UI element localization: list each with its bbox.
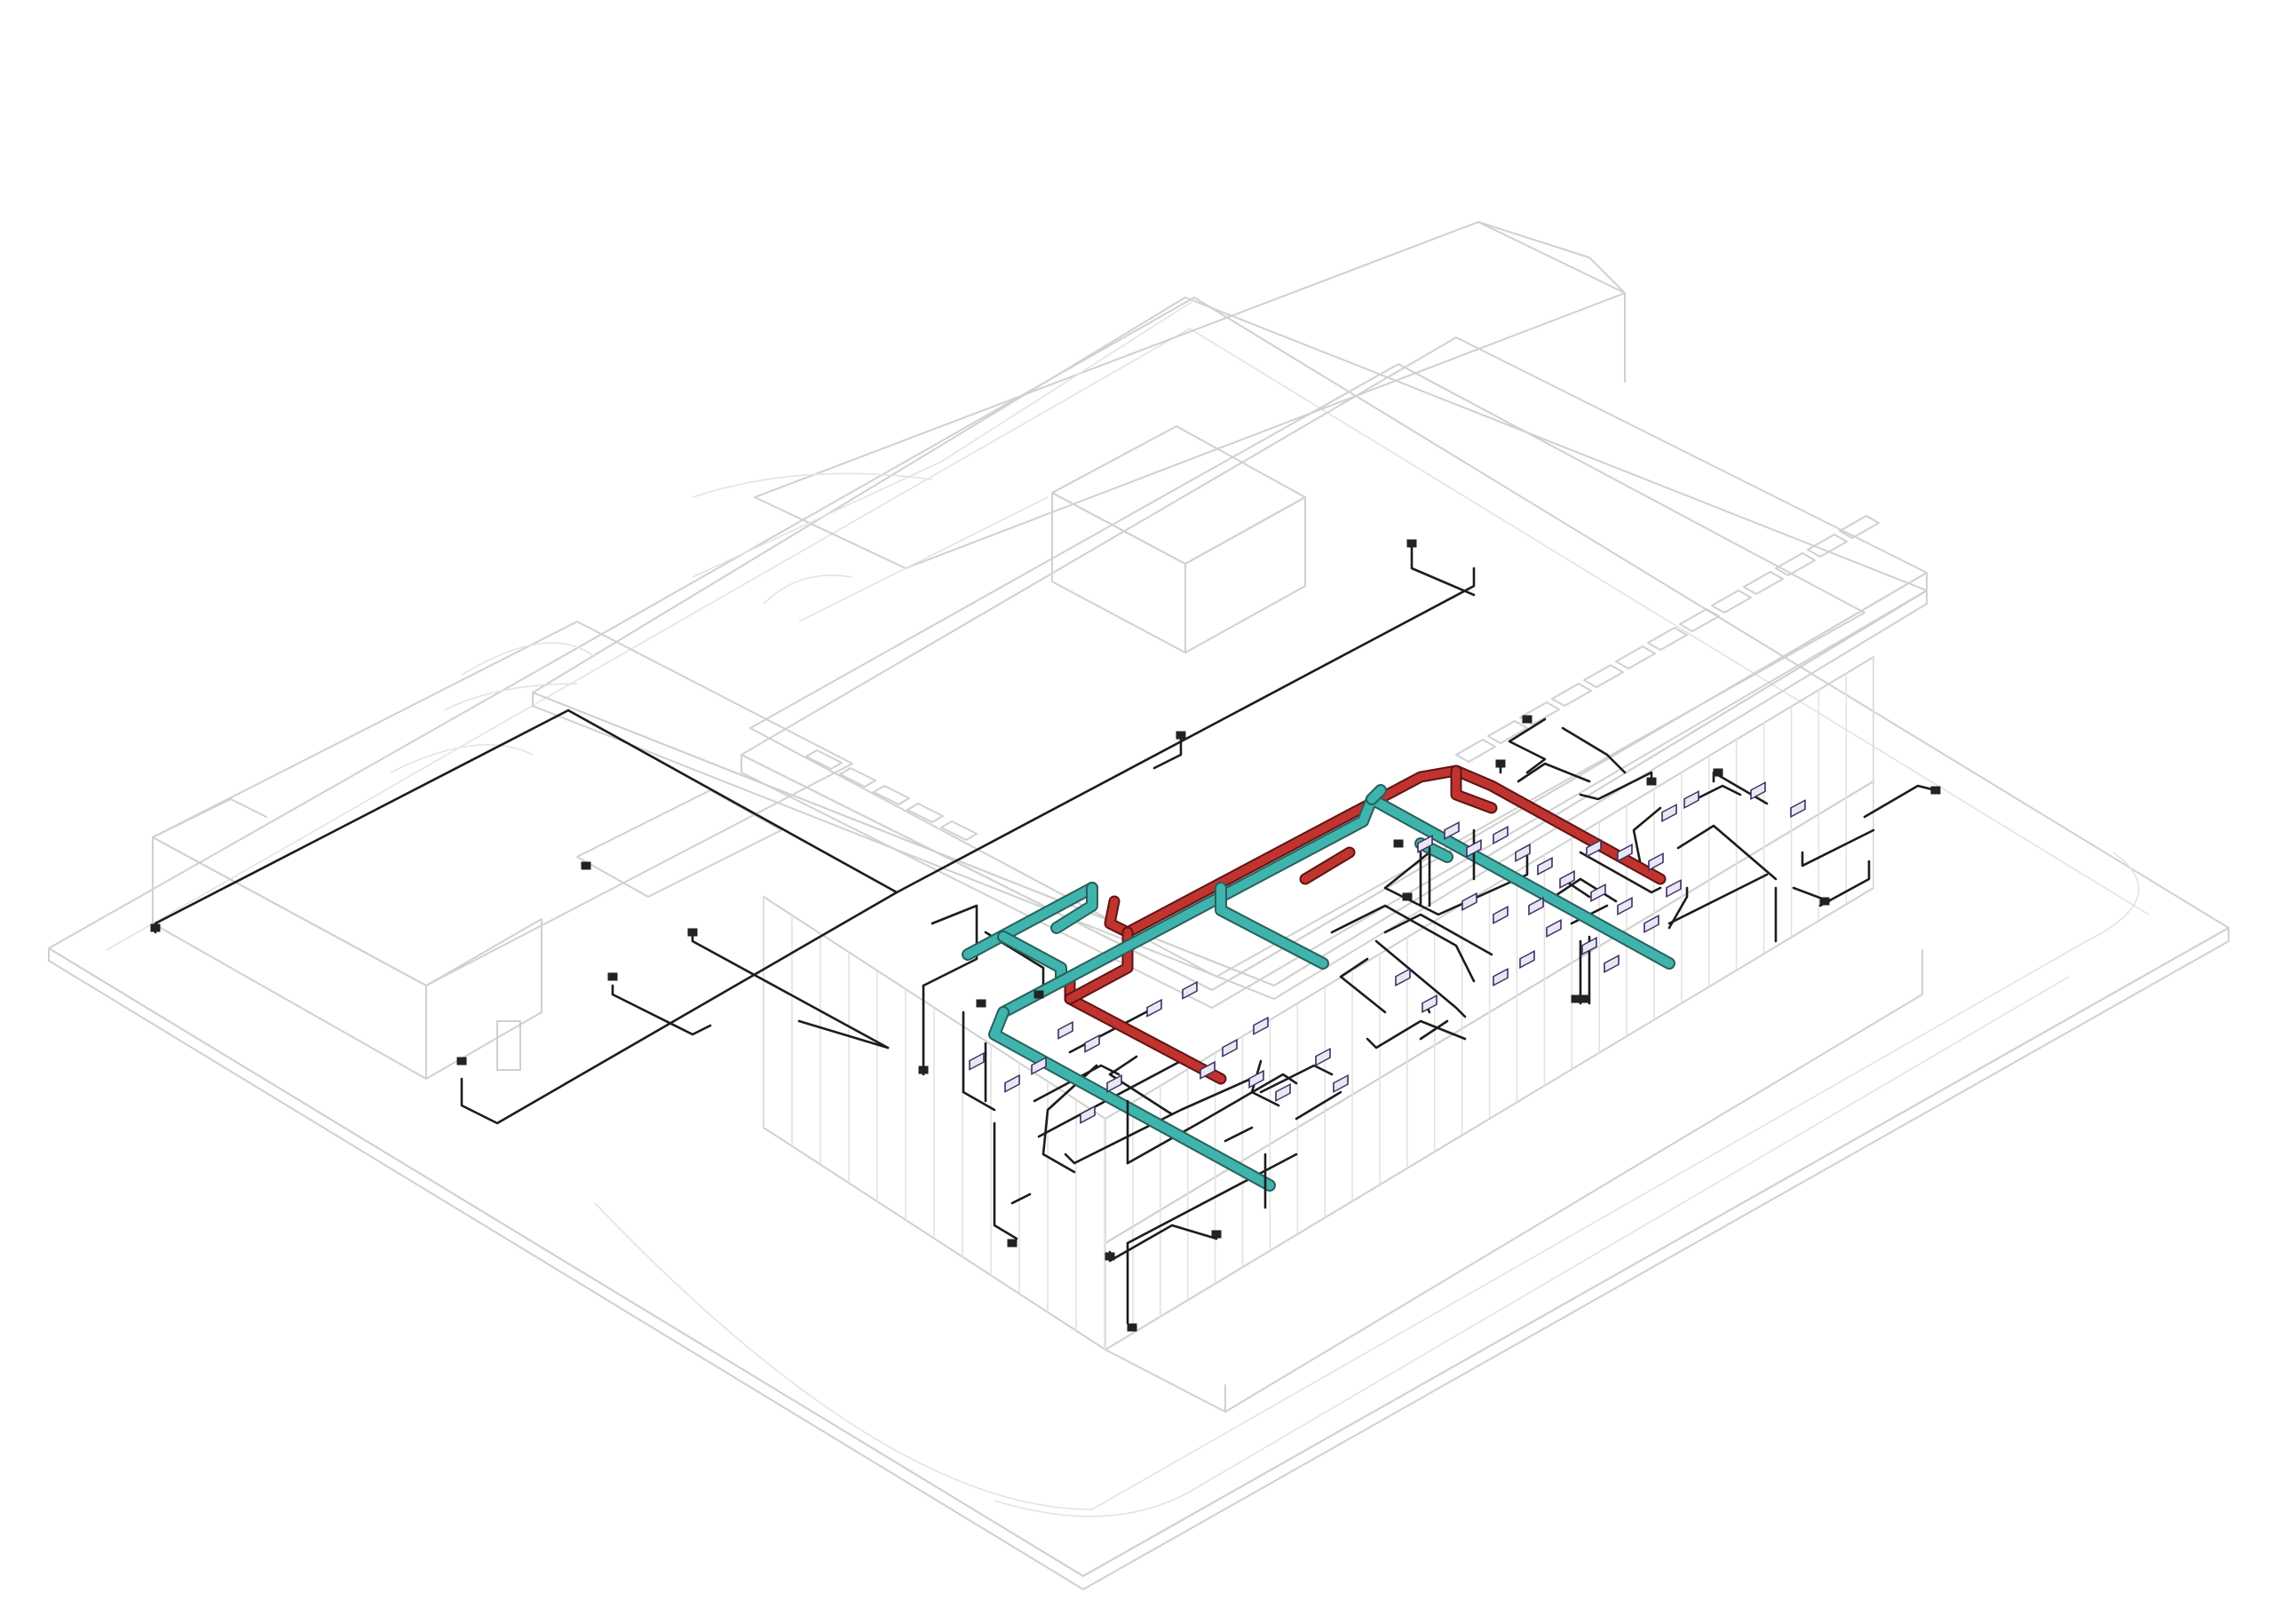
skylight [1647, 627, 1688, 651]
diffuser-icon [1182, 980, 1198, 1000]
diffuser-icon [1222, 1038, 1238, 1058]
skylight [1487, 720, 1528, 744]
diffuser-icon [1248, 1069, 1264, 1089]
curtain-wall-mullions [763, 656, 1874, 1350]
skylight [1807, 534, 1848, 558]
terminal-icon [1211, 1230, 1222, 1239]
terminal-icon [1819, 897, 1830, 906]
air-diffusers [969, 781, 1806, 1124]
riser-stacks [984, 828, 1591, 1209]
diffuser-icon [1106, 1073, 1122, 1093]
skylight [1711, 590, 1752, 614]
diffuser-icon [1422, 994, 1437, 1013]
diffuser-icon [1581, 937, 1597, 955]
supply-air-duct [962, 784, 1675, 1192]
terminal-icon [456, 1057, 467, 1066]
skylight [805, 749, 843, 770]
diffuser-icon [969, 1051, 985, 1071]
terminal-icon [1034, 990, 1044, 999]
diffuser-icon [1493, 968, 1509, 986]
skylight [1583, 664, 1624, 688]
terminal-icon [1402, 892, 1413, 901]
terminal-icon [150, 923, 161, 932]
diffuser-icon [1461, 892, 1477, 911]
diffuser-icon [1528, 897, 1544, 915]
terminal-icon [1007, 1239, 1018, 1248]
diffuser-icon [1666, 879, 1682, 899]
diffuser-icon [1057, 1020, 1073, 1040]
diffuser-icon [1084, 1034, 1100, 1053]
terminal-icon [1713, 768, 1723, 777]
diffuser-icon [1395, 967, 1411, 986]
diffuser-icon [1790, 799, 1806, 819]
diffuser-icon [1315, 1047, 1331, 1066]
terminal-icon [1580, 994, 1590, 1003]
diffuser-icon [1466, 839, 1482, 858]
diffuser-icon [1493, 826, 1509, 844]
diffuser-icon [1444, 820, 1460, 840]
diffuser-icon [1417, 834, 1433, 853]
diffuser-icon [1537, 857, 1553, 875]
terminal-icon [1393, 839, 1404, 848]
terminal-icon [1127, 1323, 1137, 1332]
terminal-icon [1406, 539, 1417, 548]
diffuser-icon [1604, 955, 1620, 974]
skylight [1839, 515, 1880, 539]
terminal-icon [1646, 777, 1657, 786]
skylight [839, 767, 876, 788]
diffuser-icon [1333, 1073, 1349, 1093]
diffuser-icon [1586, 839, 1602, 859]
west-block [152, 621, 853, 1080]
site-ground [48, 297, 2229, 1590]
terminal-icon [581, 861, 591, 870]
ramp-elements [390, 642, 596, 773]
skylight [1743, 571, 1784, 595]
terminal-icon [1522, 715, 1532, 724]
diffuser-icon [1275, 1082, 1291, 1102]
terminal-icon [1930, 786, 1941, 795]
terminal-icon [1571, 994, 1581, 1003]
terminal-icon [1105, 1252, 1115, 1261]
diffuser-icon [1683, 790, 1699, 810]
diffuser-icon [1031, 1056, 1047, 1075]
diffuser-icon [1643, 915, 1659, 934]
skylight [1615, 646, 1656, 669]
skylight [907, 803, 944, 823]
diffuser-icon [1546, 919, 1562, 938]
terminal-icon [1495, 759, 1506, 768]
diffuser-icon [1004, 1073, 1020, 1093]
diffuser-icon [1515, 844, 1531, 862]
diffuser-icon [1080, 1105, 1096, 1124]
skylight [1775, 552, 1816, 576]
terminal-icon [918, 1066, 929, 1074]
diffuser-icon [1253, 1016, 1269, 1035]
diffuser-icon [1590, 883, 1606, 903]
roof-skylights [805, 515, 1880, 841]
diffuser-icon [1617, 897, 1633, 916]
diffuser-icon [1617, 844, 1633, 863]
skylight [1679, 608, 1720, 632]
skylight [873, 785, 910, 805]
diffuser-icon [1146, 998, 1162, 1018]
skylight [940, 820, 978, 841]
diffuser-icon [1493, 906, 1509, 924]
diffuser-icon [1648, 852, 1664, 872]
diffuser-icon [1519, 950, 1535, 969]
terminal-icon [687, 928, 698, 937]
skylight [1455, 739, 1496, 763]
piping-network [154, 544, 1937, 1325]
terminal-icon [607, 972, 618, 981]
equipment-terminals [150, 539, 1941, 1332]
skylight [1551, 683, 1592, 707]
diffuser-icon [1750, 781, 1766, 801]
return-air-duct [1064, 764, 1667, 1085]
diffuser-icon [1661, 804, 1677, 823]
main-building [741, 337, 1928, 1413]
terminal-icon [1176, 731, 1186, 740]
diffuser-icon [1559, 870, 1575, 889]
diffuser-icon [1200, 1060, 1216, 1080]
terminal-icon [976, 999, 986, 1008]
